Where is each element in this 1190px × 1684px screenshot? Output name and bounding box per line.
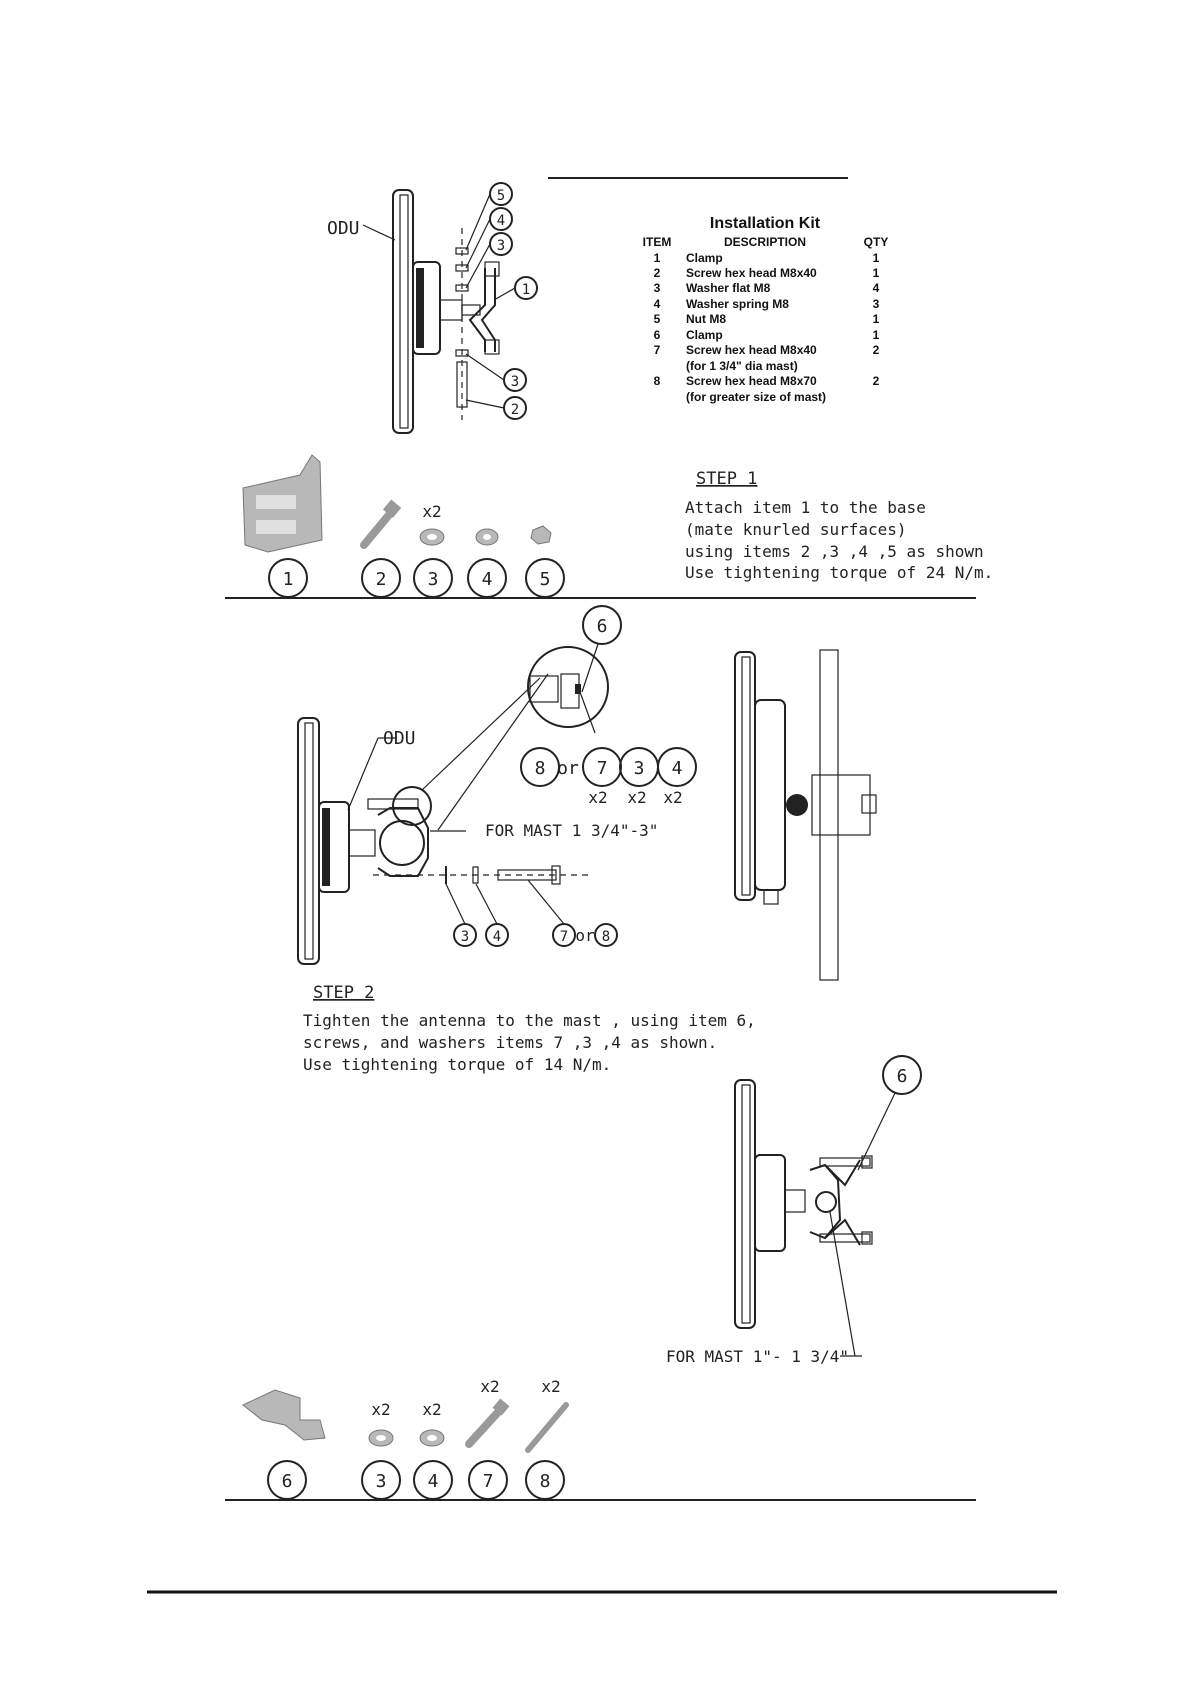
step2-title: STEP 2 — [313, 983, 374, 1003]
screw-option-7: 7 — [597, 758, 608, 779]
callout-1: 1 — [522, 282, 530, 298]
callout-6: 6 — [597, 616, 608, 637]
callout-2: 2 — [511, 402, 519, 418]
qty-label: x2 — [663, 788, 682, 807]
callout-3b: 3 — [511, 374, 519, 390]
kit-row-item: 1 — [654, 251, 661, 265]
kit-row-item: 8 — [654, 374, 661, 388]
kit-title: Installation Kit — [710, 215, 821, 232]
step1-instructions: STEP 1 Attach item 1 to the base (mate k… — [685, 469, 993, 582]
step1-title: STEP 1 — [696, 469, 757, 489]
callout-4: 4 — [497, 213, 505, 229]
step1-line: Use tightening torque of 24 N/m. — [685, 563, 993, 582]
kit-row-item: 5 — [654, 312, 661, 326]
kit-row-description: Clamp — [686, 328, 723, 342]
part-number: 6 — [282, 1471, 293, 1492]
step2-mast-mounted-drawing — [734, 649, 877, 981]
odu-label-step1: ODU — [327, 218, 360, 239]
kit-row-item: 7 — [654, 343, 661, 357]
bottom-callout-7: 7 — [560, 929, 568, 945]
kit-row-qty: 1 — [873, 312, 880, 326]
kit-row-item: 6 — [654, 328, 661, 342]
kit-row-qty: 3 — [873, 297, 880, 311]
step2-parts-row: x2 x2 x2 x2 6 3 4 7 8 — [242, 1377, 569, 1500]
nut-image — [530, 525, 552, 545]
kit-row-qty: 4 — [873, 281, 880, 295]
kit-row-description: Washer spring M8 — [686, 297, 789, 311]
washer-4: 4 — [672, 758, 683, 779]
kit-row-item: 4 — [654, 297, 661, 311]
kit-row-qty: 1 — [873, 251, 880, 265]
kit-row-description: Screw hex head M8x70 — [686, 374, 817, 388]
screw-8-image — [525, 1402, 569, 1453]
step2-line: Use tightening torque of 14 N/m. — [303, 1055, 611, 1074]
step1-line: using items 2 ,3 ,4 ,5 as shown — [685, 542, 984, 561]
part-number: 3 — [428, 569, 439, 590]
installation-kit-table: Installation Kit ITEM DESCRIPTION QTY 1 … — [643, 215, 889, 404]
mast-large-label: FOR MAST 1 3/4"-3" — [485, 821, 658, 840]
qty-label: x2 — [588, 788, 607, 807]
kit-header-qty: QTY — [864, 235, 889, 249]
step1-odu-drawing — [362, 189, 500, 434]
kit-row-qty: 2 — [873, 343, 880, 357]
or-label: or — [557, 758, 579, 779]
kit-row-qty: 1 — [873, 266, 880, 280]
qty-label: x2 — [371, 1400, 390, 1419]
step2-line: screws, and washers items 7 ,3 ,4 as sho… — [303, 1033, 717, 1052]
kit-row-description: Screw hex head M8x40 — [686, 266, 817, 280]
odu-label-step2: ODU — [383, 728, 416, 749]
callout-5: 5 — [497, 188, 505, 204]
step2-odu-drawing — [297, 646, 609, 965]
step1-line: (mate knurled surfaces) — [685, 520, 907, 539]
bottom-callout-8: 8 — [602, 929, 610, 945]
screw-7-image — [465, 1398, 510, 1448]
qty-label: x2 — [627, 788, 646, 807]
kit-header-description: DESCRIPTION — [724, 235, 806, 249]
callout-3: 3 — [497, 238, 505, 254]
callout-6-small: 6 — [897, 1066, 908, 1087]
kit-row-item: 3 — [654, 281, 661, 295]
part-number: 3 — [376, 1471, 387, 1492]
kit-row-description: Clamp — [686, 251, 723, 265]
part-number: 1 — [283, 569, 294, 590]
step1-line: Attach item 1 to the base — [685, 498, 926, 517]
part-number: 2 — [376, 569, 387, 590]
part-number: 5 — [540, 569, 551, 590]
part-number: 4 — [428, 1471, 439, 1492]
kit-row-qty: 2 — [873, 374, 880, 388]
bottom-callout-3: 3 — [461, 929, 469, 945]
bottom-callout-4: 4 — [493, 929, 501, 945]
part-number: 7 — [483, 1471, 494, 1492]
clamp-6-part-image — [242, 1389, 326, 1441]
kit-row-description: Nut M8 — [686, 312, 726, 326]
part-number: 4 — [482, 569, 493, 590]
clamp-part-image — [242, 454, 323, 553]
step2-line: Tighten the antenna to the mast , using … — [303, 1011, 756, 1030]
kit-row-qty: 1 — [873, 328, 880, 342]
kit-row-description: Washer flat M8 — [686, 281, 771, 295]
qty-label: x2 — [422, 502, 441, 521]
qty-label: x2 — [422, 1400, 441, 1419]
or-label: or — [575, 926, 595, 945]
qty-label: x2 — [541, 1377, 560, 1396]
kit-row-note: (for greater size of mast) — [686, 390, 826, 404]
washer-3: 3 — [634, 758, 645, 779]
step1-callouts: 5 4 3 1 3 2 — [465, 182, 538, 420]
step2-callouts: 6 8 or 7 3 4 x2 x2 x2 3 4 7 or 8 — [445, 605, 697, 947]
screw-option-8: 8 — [535, 758, 546, 779]
step2-small-mast-drawing — [734, 1055, 922, 1357]
step2-instructions: STEP 2 Tighten the antenna to the mast ,… — [303, 983, 756, 1074]
kit-row-description: Screw hex head M8x40 — [686, 343, 817, 357]
part-number: 8 — [540, 1471, 551, 1492]
screw-part-image — [360, 499, 402, 549]
qty-label: x2 — [480, 1377, 499, 1396]
step1-parts-row: x2 1 2 3 4 5 — [242, 454, 565, 598]
kit-row-note: (for 1 3/4" dia mast) — [686, 359, 798, 373]
mast-small-label: FOR MAST 1"- 1 3/4" — [666, 1347, 849, 1366]
kit-header-item: ITEM — [643, 235, 672, 249]
kit-row-item: 2 — [654, 266, 661, 280]
